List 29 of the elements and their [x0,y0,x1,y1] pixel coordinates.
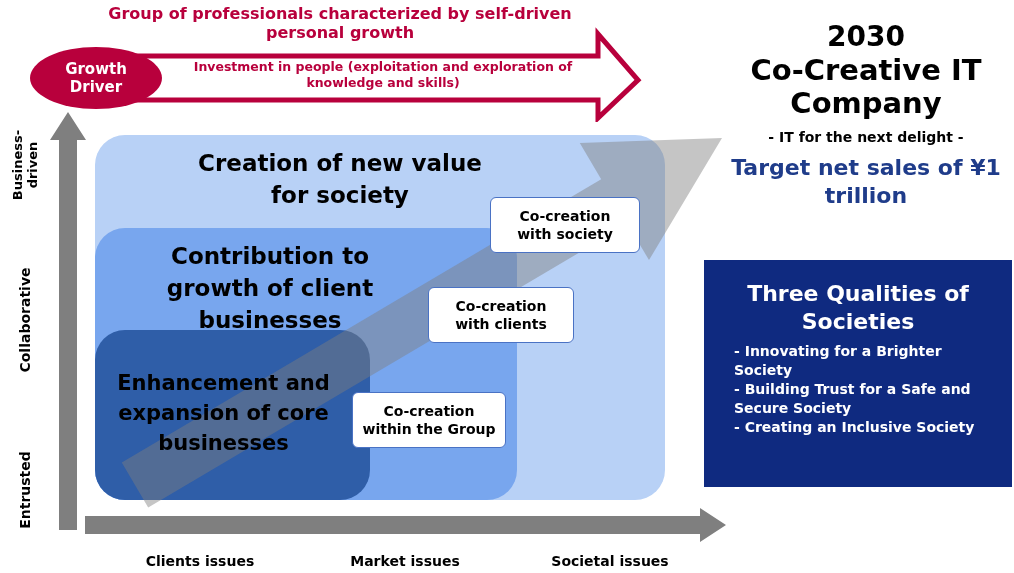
value-area [95,135,665,500]
node-label: Co-creation within the Group [361,402,497,438]
axis-label: Societal issues [550,552,670,570]
node-label: Co-creation with society [516,207,614,243]
panel-title: Three Qualities of Societies [746,280,970,336]
co-creation-box [352,392,506,448]
node-label: Growth Driver [64,60,128,96]
area-title: Creation of new value for society [197,149,483,210]
axis-label: Business-driven [10,128,40,203]
axis-label: Market issues [349,552,461,570]
year-heading: 2030 [827,20,905,54]
vision-heading: Co-Creative IT Company [749,54,983,120]
axis-label: Collaborative [17,266,33,375]
sales-target: Target net sales of ¥1 trillion [730,154,1002,210]
area-title: Enhancement and expansion of core businesses [116,370,331,457]
area-title: Contribution to growth of client businesses [165,242,375,335]
block-arrow [121,138,722,508]
list-item: - Innovating for a Brighter Society [734,342,943,380]
list-item: - Creating an Inclusive Society [734,418,976,437]
node-label: Co-creation with clients [454,297,548,333]
tagline: - IT for the next delight - [768,128,964,146]
list-item: - Building Trust for a Safe and Secure Society [734,380,972,418]
axis-label: Clients issues [144,552,256,570]
axis-label: Entrusted [17,450,33,531]
co-creation-box [490,197,640,253]
arrow-text: Investment in people (exploitation and exploration of knowledge and skills) [192,59,574,91]
co-creation-box [428,287,574,343]
arrow-heading: Group of professionals characterized by self-driven personal growth [107,4,573,42]
qualities-panel [704,260,1012,487]
